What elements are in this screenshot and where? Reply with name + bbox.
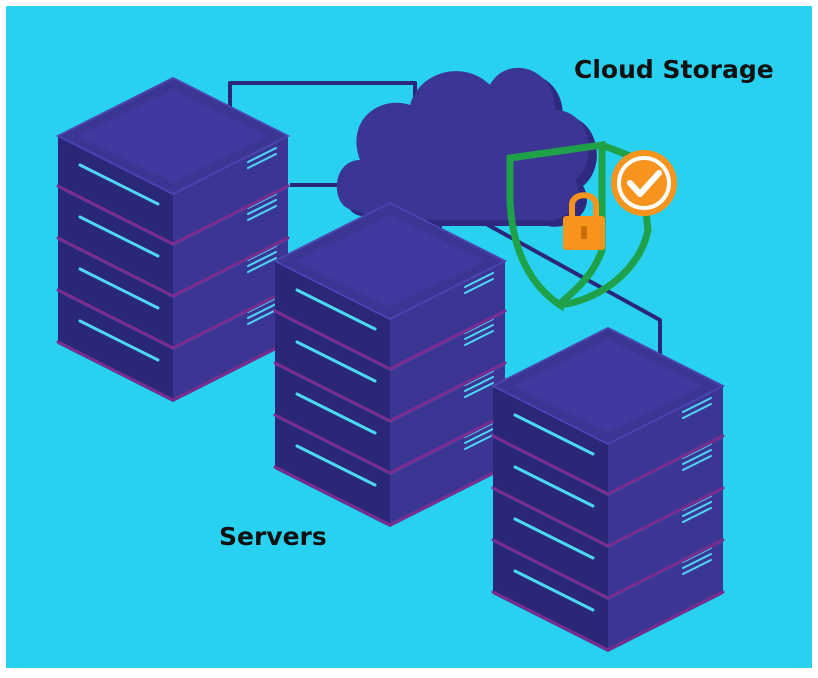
server-rack-icon [55,76,291,402]
check-badge-icon [611,150,677,216]
server-top-panel [295,215,485,307]
cloud-storage-label: Cloud Storage [574,55,774,84]
server-unit [491,542,725,652]
server-rack-icon [490,326,726,652]
server-top-panel [513,340,703,432]
server-unit [491,490,725,600]
server-unit [273,365,507,475]
servers-label: Servers [219,522,327,551]
server-rack-icon [272,201,508,527]
server-unit [491,438,725,548]
server-top-panel [78,90,268,182]
cloud-icon [336,67,597,227]
server-unit [56,188,290,298]
server-unit [491,386,725,496]
shield-icon [506,140,652,312]
server-unit [56,240,290,350]
lock-icon [563,192,605,250]
server-racks [55,76,726,652]
server-unit [56,136,290,246]
